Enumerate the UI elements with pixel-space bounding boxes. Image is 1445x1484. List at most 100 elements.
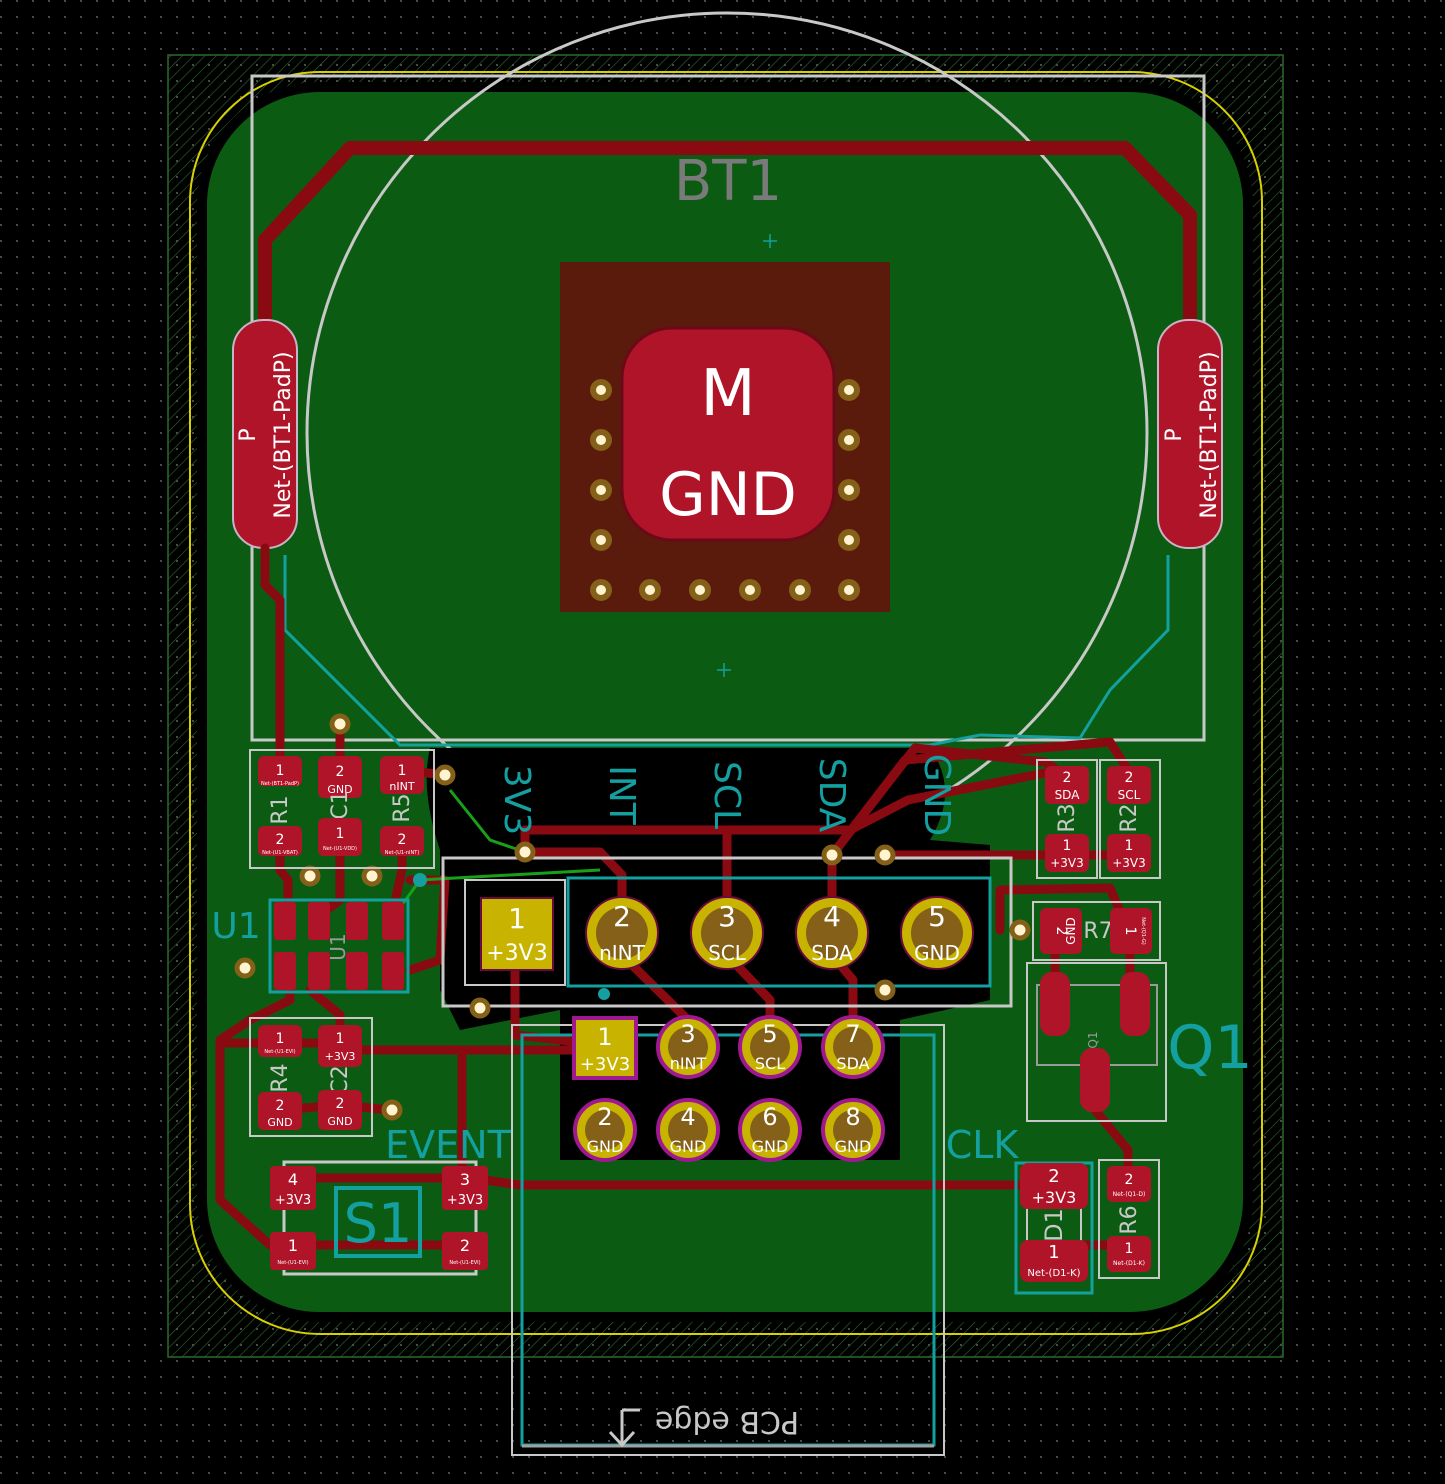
q1-pad-g[interactable] bbox=[1040, 972, 1070, 1036]
connector-pin-net: +3V3 bbox=[580, 1054, 630, 1075]
q1-pad-s[interactable] bbox=[1120, 972, 1150, 1036]
fab-line-right bbox=[979, 555, 1170, 740]
r4-pad1[interactable] bbox=[258, 1025, 302, 1057]
c2-pad2[interactable] bbox=[318, 1090, 362, 1130]
r1-pad2-num: 2 bbox=[276, 832, 285, 848]
r6-silk bbox=[1098, 1159, 1160, 1279]
connector-pin-hole bbox=[750, 1110, 790, 1150]
r7-ref: R7 bbox=[1083, 919, 1112, 944]
module-hole bbox=[590, 579, 612, 601]
r7-pad2[interactable] bbox=[1040, 908, 1082, 954]
r4-pad2[interactable] bbox=[258, 1092, 302, 1130]
connector-pin-num: 7 bbox=[845, 1020, 860, 1048]
header-pin-hole bbox=[701, 907, 753, 959]
r7: 2 GND R7 1 Net-(Q1-G) bbox=[1040, 908, 1152, 954]
q1-silk bbox=[1026, 962, 1167, 1122]
r3: 2 SDA R3 1 +3V3 bbox=[1045, 766, 1089, 872]
u1-pin[interactable] bbox=[308, 952, 330, 990]
s1-pad-3[interactable] bbox=[442, 1166, 488, 1210]
u1-pin[interactable] bbox=[346, 902, 368, 940]
pcb-edge-arrow bbox=[608, 1408, 640, 1448]
c1-pad1[interactable] bbox=[318, 818, 362, 856]
r1-pad1[interactable] bbox=[258, 756, 302, 786]
u1-pin[interactable] bbox=[382, 952, 404, 990]
r2-pad2-num: 2 bbox=[1125, 770, 1134, 786]
r2-ref: R2 bbox=[1117, 803, 1142, 832]
via bbox=[1009, 919, 1031, 941]
c1-pad2-num: 2 bbox=[336, 764, 345, 780]
u1-pin[interactable] bbox=[308, 902, 330, 940]
r3-pad1-net: +3V3 bbox=[1050, 856, 1084, 870]
r7-pad1[interactable] bbox=[1110, 908, 1152, 954]
s1-pad-num: 1 bbox=[288, 1236, 298, 1255]
d1-pad1[interactable] bbox=[1020, 1240, 1088, 1282]
module-hole bbox=[838, 579, 860, 601]
c2-pad1[interactable] bbox=[318, 1025, 362, 1067]
board-outline bbox=[189, 71, 1263, 1335]
module-hole bbox=[838, 429, 860, 451]
r6-pad1[interactable] bbox=[1107, 1236, 1151, 1272]
u1-pin[interactable] bbox=[346, 952, 368, 990]
r5-pad2[interactable] bbox=[380, 826, 424, 856]
connector-pin-hole bbox=[585, 1110, 625, 1150]
c2-pad2-net: GND bbox=[327, 1115, 352, 1128]
r2-pad2-net: SCL bbox=[1118, 788, 1141, 802]
header-pin-net: SCL bbox=[708, 941, 747, 965]
r1-pad2[interactable] bbox=[258, 826, 302, 856]
r5-pad1[interactable] bbox=[380, 756, 424, 794]
r6-pad2[interactable] bbox=[1107, 1166, 1151, 1202]
header-pin-num: 3 bbox=[718, 900, 736, 933]
module-pad[interactable] bbox=[620, 326, 836, 542]
battery-pad-right-num: P bbox=[1162, 428, 1187, 441]
c1: 2 GND C1 1 Net-(U1-VDD) bbox=[318, 756, 362, 856]
header-fab bbox=[566, 876, 992, 988]
origin-marker bbox=[717, 234, 777, 677]
r5-pad1-net: nINT bbox=[389, 780, 414, 793]
via bbox=[821, 844, 843, 866]
connector-pin-1[interactable] bbox=[572, 1016, 638, 1080]
via bbox=[234, 957, 256, 979]
d1-ref: D1 bbox=[1040, 1208, 1068, 1242]
u1: U1 U1 bbox=[211, 898, 410, 994]
r5-pad1-num: 1 bbox=[398, 763, 407, 779]
q1-pad-d[interactable] bbox=[1080, 1048, 1110, 1112]
s1-pad-4[interactable] bbox=[270, 1166, 316, 1210]
header-pin-hole bbox=[911, 907, 963, 959]
q1-body-label: Q1 bbox=[1086, 1031, 1100, 1048]
header-pin-num: 5 bbox=[928, 900, 946, 933]
d1-pad2-net: +3V3 bbox=[1032, 1188, 1077, 1207]
r2-pad2[interactable] bbox=[1107, 766, 1151, 804]
r2-pad1[interactable] bbox=[1107, 834, 1151, 872]
clk-label: CLK bbox=[946, 1123, 1020, 1167]
c1-pad2[interactable] bbox=[318, 756, 362, 798]
header-label-3v3: 3V3 bbox=[496, 765, 537, 835]
u1-pin[interactable] bbox=[382, 902, 404, 940]
module-pad-num: M bbox=[700, 357, 755, 431]
r7-pad1-num: 1 bbox=[1122, 927, 1138, 936]
battery-pad-right[interactable] bbox=[1157, 319, 1223, 549]
header-pin-hole bbox=[806, 907, 858, 959]
module-hole bbox=[590, 529, 612, 551]
r3-pad1[interactable] bbox=[1045, 834, 1089, 872]
u1-pin[interactable] bbox=[274, 952, 296, 990]
module-hole bbox=[838, 379, 860, 401]
battery-track bbox=[258, 141, 1197, 330]
s1-fab-inner bbox=[334, 1186, 422, 1258]
s1-pad-2[interactable] bbox=[442, 1232, 488, 1270]
c2-pad1-net: +3V3 bbox=[325, 1050, 356, 1063]
header-label-scl: SCL bbox=[706, 761, 747, 829]
u1-ref: U1 bbox=[211, 906, 260, 947]
s1-pad-num: 2 bbox=[460, 1236, 470, 1255]
u1-fab bbox=[268, 898, 410, 994]
d1-pad2[interactable] bbox=[1020, 1163, 1088, 1209]
s1-pad-1[interactable] bbox=[270, 1232, 316, 1270]
r1: 1 Net-(BT1-PadP) R1 2 Net-(U1-VBAT) bbox=[258, 756, 302, 856]
module-pad-net: GND bbox=[659, 460, 797, 530]
header-pin-hole bbox=[596, 907, 648, 959]
d1-pad1-net: Net-(D1-K) bbox=[1027, 1268, 1080, 1279]
header-pin-1[interactable] bbox=[480, 897, 554, 971]
r6-pad2-net: Net-(Q1-D) bbox=[1113, 1191, 1146, 1198]
r3-pad2[interactable] bbox=[1045, 766, 1089, 804]
u1-pin[interactable] bbox=[274, 902, 296, 940]
via bbox=[434, 764, 456, 786]
